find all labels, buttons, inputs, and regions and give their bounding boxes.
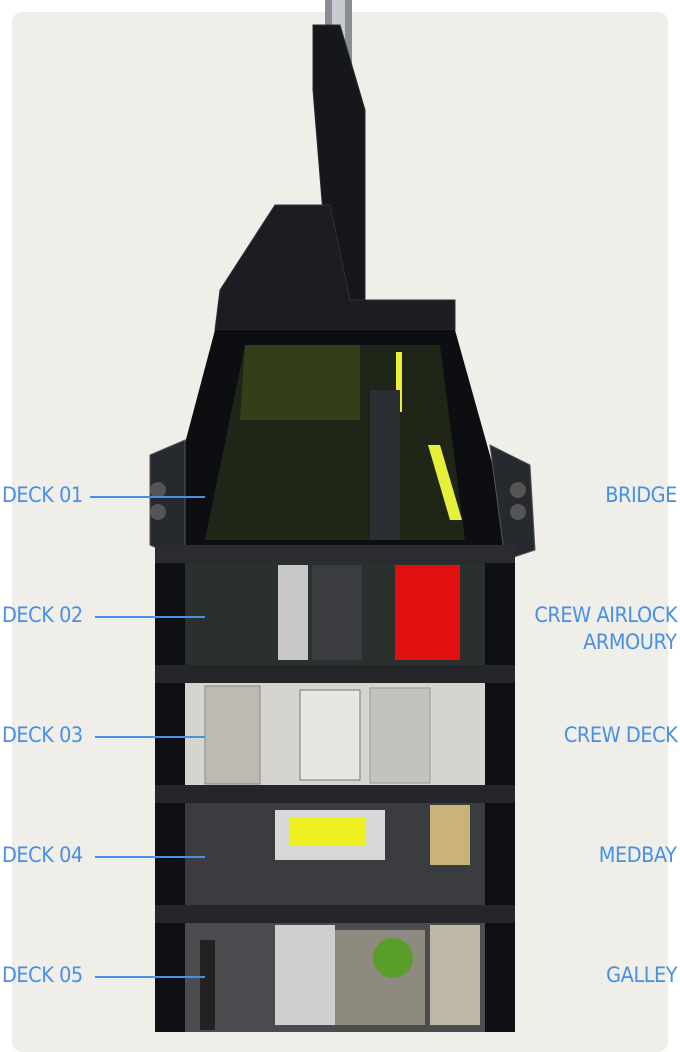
galley-plant	[373, 938, 413, 978]
upper-roof	[214, 204, 456, 331]
crew-deck-label: CREW DECK	[563, 723, 678, 747]
armoury-label: ARMOURY	[583, 630, 678, 654]
bridge-label: BRIDGE	[605, 483, 677, 507]
medbay-label: MEDBAY	[599, 843, 677, 867]
deck-05-label: DECK 05	[2, 963, 83, 987]
deck-01-leader-line	[90, 496, 205, 498]
deck-03-label: DECK 03	[2, 723, 83, 747]
deck-04-label: DECK 04	[2, 843, 83, 867]
crew-airlock-label: CREW AIRLOCK	[534, 603, 677, 627]
medbay-light	[290, 818, 365, 846]
deck-02-leader-line	[95, 616, 205, 618]
left-pod	[149, 439, 186, 561]
armoury-room	[395, 565, 460, 660]
galley-label: GALLEY	[606, 963, 677, 987]
deck-05-leader-line	[95, 976, 205, 978]
deck-01-label: DECK 01	[2, 483, 83, 507]
deck-02-label: DECK 02	[2, 603, 83, 627]
right-pod	[489, 444, 536, 561]
deck-03-leader-line	[95, 736, 205, 738]
deck-04-leader-line	[95, 856, 205, 858]
